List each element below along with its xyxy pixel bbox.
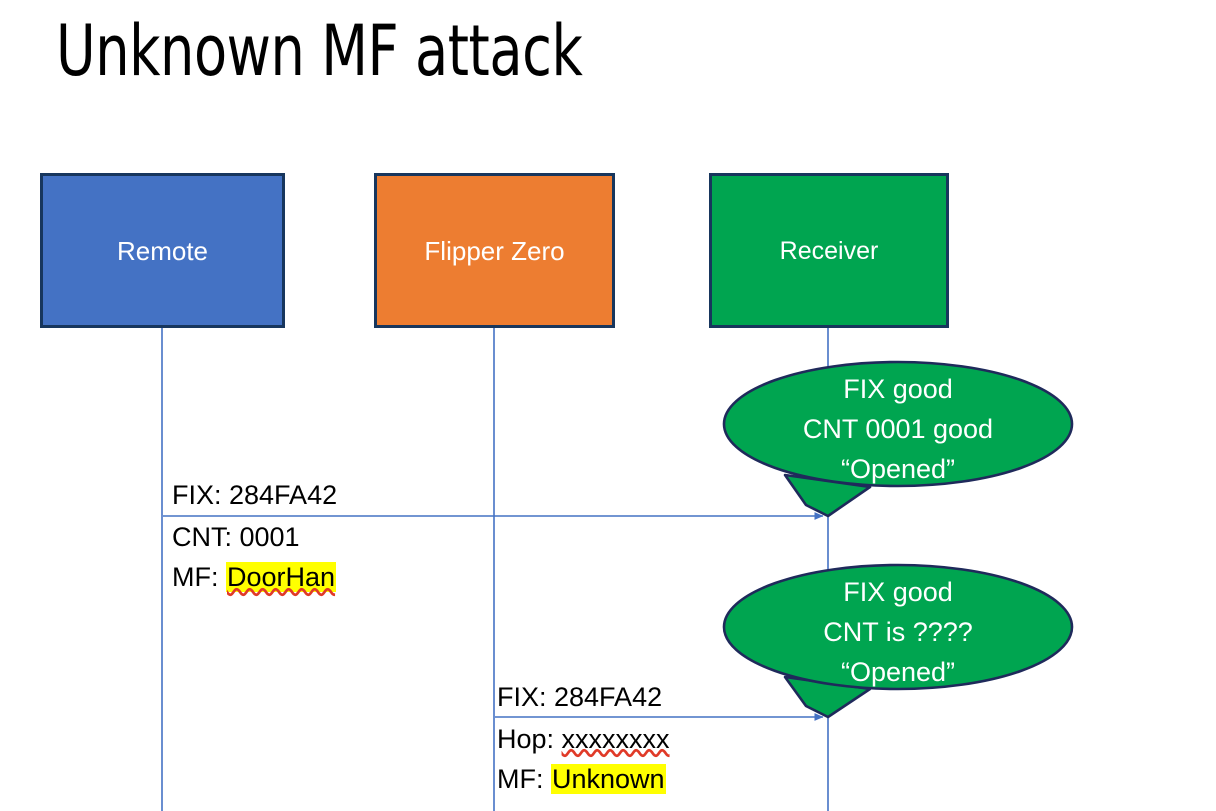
message-1-line-fix: FIX: 284FA42 xyxy=(172,480,338,510)
message-1-mf-value: DoorHan xyxy=(226,562,337,592)
message-1-line-mf: MF: DoorHan xyxy=(172,557,337,597)
message-2-mf-label: MF: xyxy=(497,764,551,794)
message-label-flipper-to-receiver: FIX: 284FA42 Hop: xxxxxxxx MF: Unknown xyxy=(497,677,670,799)
message-2-hop-value: xxxxxxxx xyxy=(561,724,670,754)
actor-label-receiver: Receiver xyxy=(779,236,879,265)
callout-first-line-1: FIX good xyxy=(843,374,953,404)
message-1-mf-label: MF: xyxy=(172,562,226,592)
message-2-hop-label: Hop: xyxy=(497,724,562,754)
callout-second-line-3: “Opened” xyxy=(840,657,956,687)
message-2-mf-value: Unknown xyxy=(551,764,666,794)
actor-box-remote[interactable]: Remote xyxy=(40,173,285,328)
actor-label-flipper-zero: Flipper Zero xyxy=(424,235,565,266)
actor-label-remote: Remote xyxy=(116,235,209,266)
actor-box-receiver[interactable]: Receiver xyxy=(709,173,949,328)
page-title: Unknown MF attack xyxy=(56,10,583,92)
message-2-line-hop: Hop: xxxxxxxx xyxy=(497,719,670,759)
message-2-line-fix: FIX: 284FA42 xyxy=(497,682,663,712)
message-2-line-mf: MF: Unknown xyxy=(497,759,670,799)
callout-first-line-2: CNT 0001 good xyxy=(802,414,994,444)
callout-second[interactable]: FIX good CNT is ???? “Opened” xyxy=(724,565,1072,689)
callout-second-line-2: CNT is ???? xyxy=(823,617,973,647)
callout-first-line-3: “Opened” xyxy=(840,454,956,484)
callout-second-line-1: FIX good xyxy=(843,577,953,607)
callout-first[interactable]: FIX good CNT 0001 good “Opened” xyxy=(724,362,1072,486)
message-label-remote-to-receiver: FIX: 284FA42 CNT: 0001 MF: DoorHan xyxy=(172,475,337,597)
message-1-line-cnt: CNT: 0001 xyxy=(172,522,300,552)
actor-box-flipper-zero[interactable]: Flipper Zero xyxy=(374,173,615,328)
